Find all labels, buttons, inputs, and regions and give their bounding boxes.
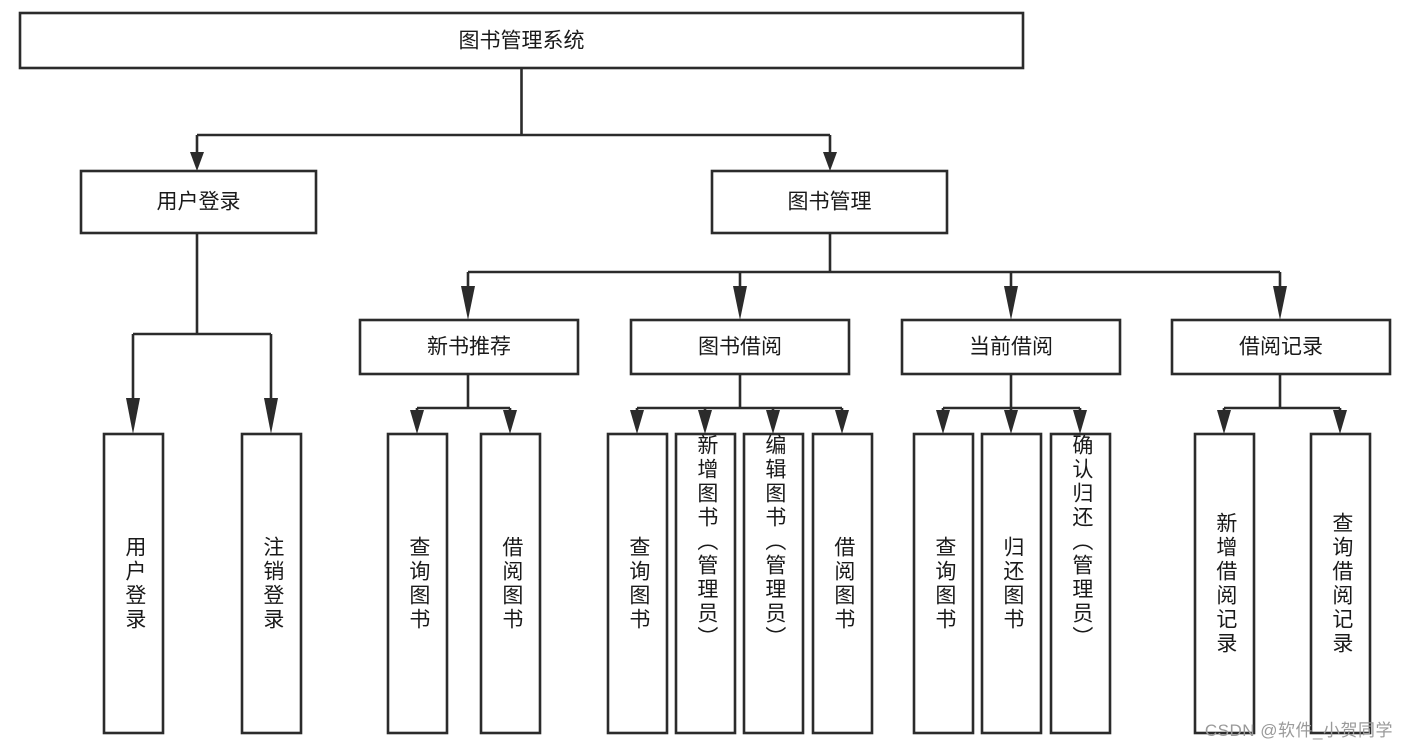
arrowhead-query-book-2 (630, 410, 644, 434)
arrowhead-book-manage (823, 152, 837, 171)
node-label-user-login: 用户登录 (157, 191, 241, 214)
node-label-current-borrow: 当前借阅 (969, 336, 1053, 359)
arrowhead-user-login (190, 152, 204, 171)
arrowhead-borrow-book-1 (503, 410, 517, 434)
node-box-current-borrow[interactable] (900, 318, 1122, 376)
arrowhead-add-book (698, 410, 712, 434)
node-box-new-book-recommend[interactable] (358, 318, 580, 376)
arrowhead-leaf-user-login (126, 398, 140, 434)
arrowhead-query-book-1 (410, 410, 424, 434)
node-box-book-manage[interactable] (710, 169, 949, 235)
node-box-leaf-add-record[interactable] (1193, 432, 1256, 735)
node-box-leaf-query-book-3[interactable] (912, 432, 975, 735)
node-box-leaf-query-record[interactable] (1309, 432, 1372, 735)
arrowhead-add-record (1217, 410, 1231, 434)
node-box-leaf-user-login[interactable] (102, 432, 165, 735)
node-label-root: 图书管理系统 (459, 30, 585, 53)
edge-layer (126, 68, 1347, 434)
node-box-leaf-borrow-book-2[interactable] (811, 432, 874, 735)
node-box-user-login[interactable] (79, 169, 318, 235)
node-box-book-borrow[interactable] (629, 318, 851, 376)
arrowhead-new-book-recommend (461, 286, 475, 320)
node-box-leaf-confirm-return[interactable] (1049, 432, 1112, 735)
arrowhead-borrow-book-2 (835, 410, 849, 434)
arrowhead-return-book (1004, 410, 1018, 434)
arrowhead-book-borrow (733, 286, 747, 320)
node-label-new-book-recommend: 新书推荐 (427, 336, 511, 359)
node-box-leaf-query-book-2[interactable] (606, 432, 669, 735)
node-box-leaf-logout-login[interactable] (240, 432, 303, 735)
arrowhead-borrow-record (1273, 286, 1287, 320)
node-label-borrow-record: 借阅记录 (1239, 336, 1323, 359)
node-box-leaf-edit-book[interactable] (742, 432, 805, 735)
node-box-leaf-borrow-book-1[interactable] (479, 432, 542, 735)
node-box-root[interactable] (18, 11, 1025, 70)
arrowhead-query-book-3 (936, 410, 950, 434)
node-label-book-borrow: 图书借阅 (698, 336, 782, 359)
arrowhead-current-borrow (1004, 286, 1018, 320)
node-box-leaf-add-book[interactable] (674, 432, 737, 735)
arrowhead-edit-book (766, 410, 780, 434)
node-layer: 图书管理系统 用户登录 图书管理 新书推荐 图书借阅 当前借阅 借阅记录 (18, 11, 1392, 735)
arrowhead-leaf-logout (264, 398, 278, 434)
node-box-leaf-return-book[interactable] (980, 432, 1043, 735)
csdn-watermark: CSDN @软件_小贺同学 (1204, 721, 1393, 740)
node-box-borrow-record[interactable] (1170, 318, 1392, 376)
node-label-book-manage: 图书管理 (788, 191, 872, 214)
arrowhead-confirm-return (1073, 410, 1087, 434)
node-box-leaf-query-book-1[interactable] (386, 432, 449, 735)
arrowhead-query-record (1333, 410, 1347, 434)
